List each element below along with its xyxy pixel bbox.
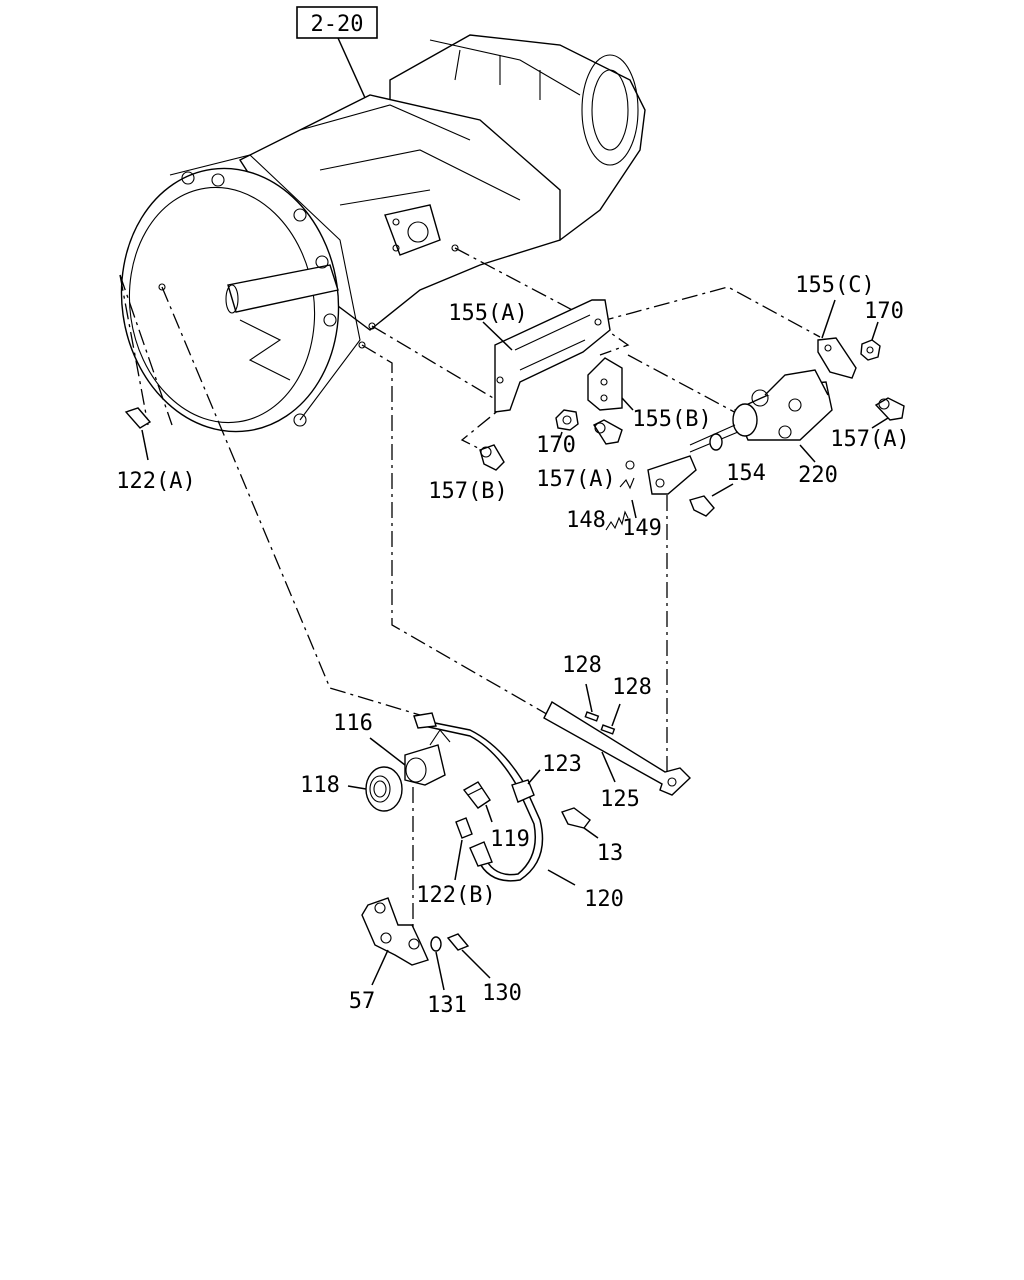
label-220[interactable]: 220 bbox=[798, 463, 838, 488]
label-122a[interactable]: 122(A) bbox=[116, 469, 195, 494]
label-128-left[interactable]: 128 bbox=[562, 653, 602, 678]
pin-128-right[interactable] bbox=[600, 724, 616, 735]
label-157a-middle[interactable]: 157(A) bbox=[536, 467, 615, 492]
label-155c[interactable]: 155(C) bbox=[795, 273, 874, 298]
reference-box[interactable]: 2-20 bbox=[296, 6, 378, 39]
label-119[interactable]: 119 bbox=[490, 827, 530, 852]
clip-119[interactable] bbox=[462, 781, 491, 809]
label-128-right[interactable]: 128 bbox=[612, 675, 652, 700]
hose-120[interactable] bbox=[413, 712, 544, 882]
label-116[interactable]: 116 bbox=[333, 711, 373, 736]
slave-cylinder-220[interactable] bbox=[689, 369, 833, 453]
nut-170-middle[interactable] bbox=[555, 409, 579, 431]
spring-149[interactable] bbox=[619, 460, 635, 490]
rod-125[interactable] bbox=[543, 701, 692, 796]
bolt-157b[interactable] bbox=[479, 444, 505, 471]
reference-box-label: 2-20 bbox=[311, 12, 364, 37]
bolt-13[interactable] bbox=[561, 807, 591, 829]
bearing-118[interactable] bbox=[365, 766, 403, 812]
label-123[interactable]: 123 bbox=[542, 752, 582, 777]
bracket-155a[interactable] bbox=[494, 299, 611, 413]
transmission-assembly bbox=[120, 34, 646, 433]
release-fork-57[interactable] bbox=[361, 897, 429, 966]
label-118[interactable]: 118 bbox=[300, 773, 340, 798]
label-170-upper[interactable]: 170 bbox=[864, 299, 904, 324]
label-149[interactable]: 149 bbox=[622, 516, 662, 541]
clevis-154[interactable] bbox=[647, 455, 697, 495]
leader-lines bbox=[119, 247, 821, 935]
bolt-157a-middle[interactable] bbox=[592, 419, 623, 445]
label-155b[interactable]: 155(B) bbox=[632, 407, 711, 432]
label-122b[interactable]: 122(B) bbox=[416, 883, 495, 908]
grease-nipple-122a[interactable] bbox=[124, 407, 152, 429]
label-157b[interactable]: 157(B) bbox=[428, 479, 507, 504]
release-bearing-116[interactable] bbox=[404, 729, 451, 786]
pin-154[interactable] bbox=[689, 495, 715, 517]
label-154[interactable]: 154 bbox=[726, 461, 766, 486]
label-131[interactable]: 131 bbox=[427, 993, 467, 1018]
label-170-middle[interactable]: 170 bbox=[536, 433, 576, 458]
nut-170-upper[interactable] bbox=[860, 339, 881, 361]
label-57[interactable]: 57 bbox=[349, 989, 376, 1014]
spring-148[interactable] bbox=[605, 510, 629, 531]
label-13[interactable]: 13 bbox=[597, 841, 624, 866]
washer-131[interactable] bbox=[430, 936, 442, 952]
bracket-155b[interactable] bbox=[587, 357, 623, 411]
label-157a-right[interactable]: 157(A) bbox=[830, 427, 909, 452]
label-155a[interactable]: 155(A) bbox=[448, 301, 527, 326]
grease-nipple-122b[interactable] bbox=[455, 817, 473, 839]
bolt-130[interactable] bbox=[446, 933, 470, 951]
label-120[interactable]: 120 bbox=[584, 887, 624, 912]
pin-128-left[interactable] bbox=[584, 711, 600, 722]
label-148[interactable]: 148 bbox=[566, 508, 606, 533]
bolt-157a-right[interactable] bbox=[874, 397, 905, 421]
label-125[interactable]: 125 bbox=[600, 787, 640, 812]
fitting-123[interactable] bbox=[511, 779, 535, 803]
label-130[interactable]: 130 bbox=[482, 981, 522, 1006]
bracket-155c[interactable] bbox=[817, 337, 857, 379]
